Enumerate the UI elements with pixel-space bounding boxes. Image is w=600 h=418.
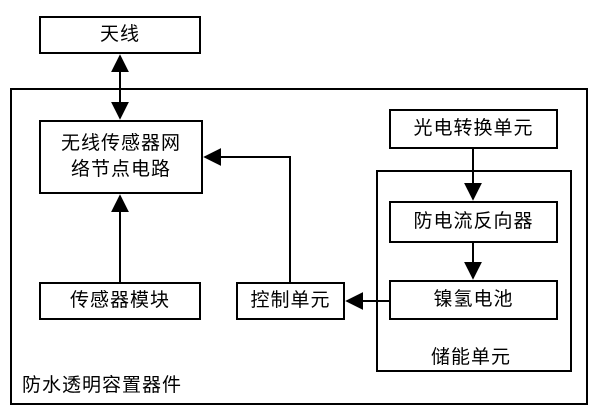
container-frame (10, 88, 588, 405)
control-unit-label: 控制单元 (250, 289, 331, 312)
pv-unit-node: 光电转换单元 (389, 109, 558, 149)
wsn-circuit-label-line1: 无线传感器网 (60, 132, 181, 155)
pv-unit-label: 光电转换单元 (413, 117, 534, 140)
wsn-circuit-label-line2: 络节点电路 (70, 158, 171, 180)
storage-unit-frame (376, 170, 572, 372)
wsn-circuit-node: 无线传感器网 络节点电路 (39, 120, 203, 194)
control-unit-node: 控制单元 (236, 282, 345, 320)
antenna-label: 天线 (99, 23, 140, 46)
container-caption: 防水透明容置器件 (22, 374, 183, 396)
antenna-node: 天线 (39, 16, 201, 54)
sensor-module-label: 传感器模块 (69, 289, 170, 312)
sensor-module-node: 传感器模块 (39, 282, 201, 320)
battery-node: 镍氢电池 (389, 280, 558, 320)
battery-label: 镍氢电池 (433, 288, 514, 311)
diode-label: 防电流反向器 (413, 210, 534, 233)
diode-node: 防电流反向器 (389, 201, 558, 243)
storage-unit-caption: 储能单元 (431, 346, 512, 368)
